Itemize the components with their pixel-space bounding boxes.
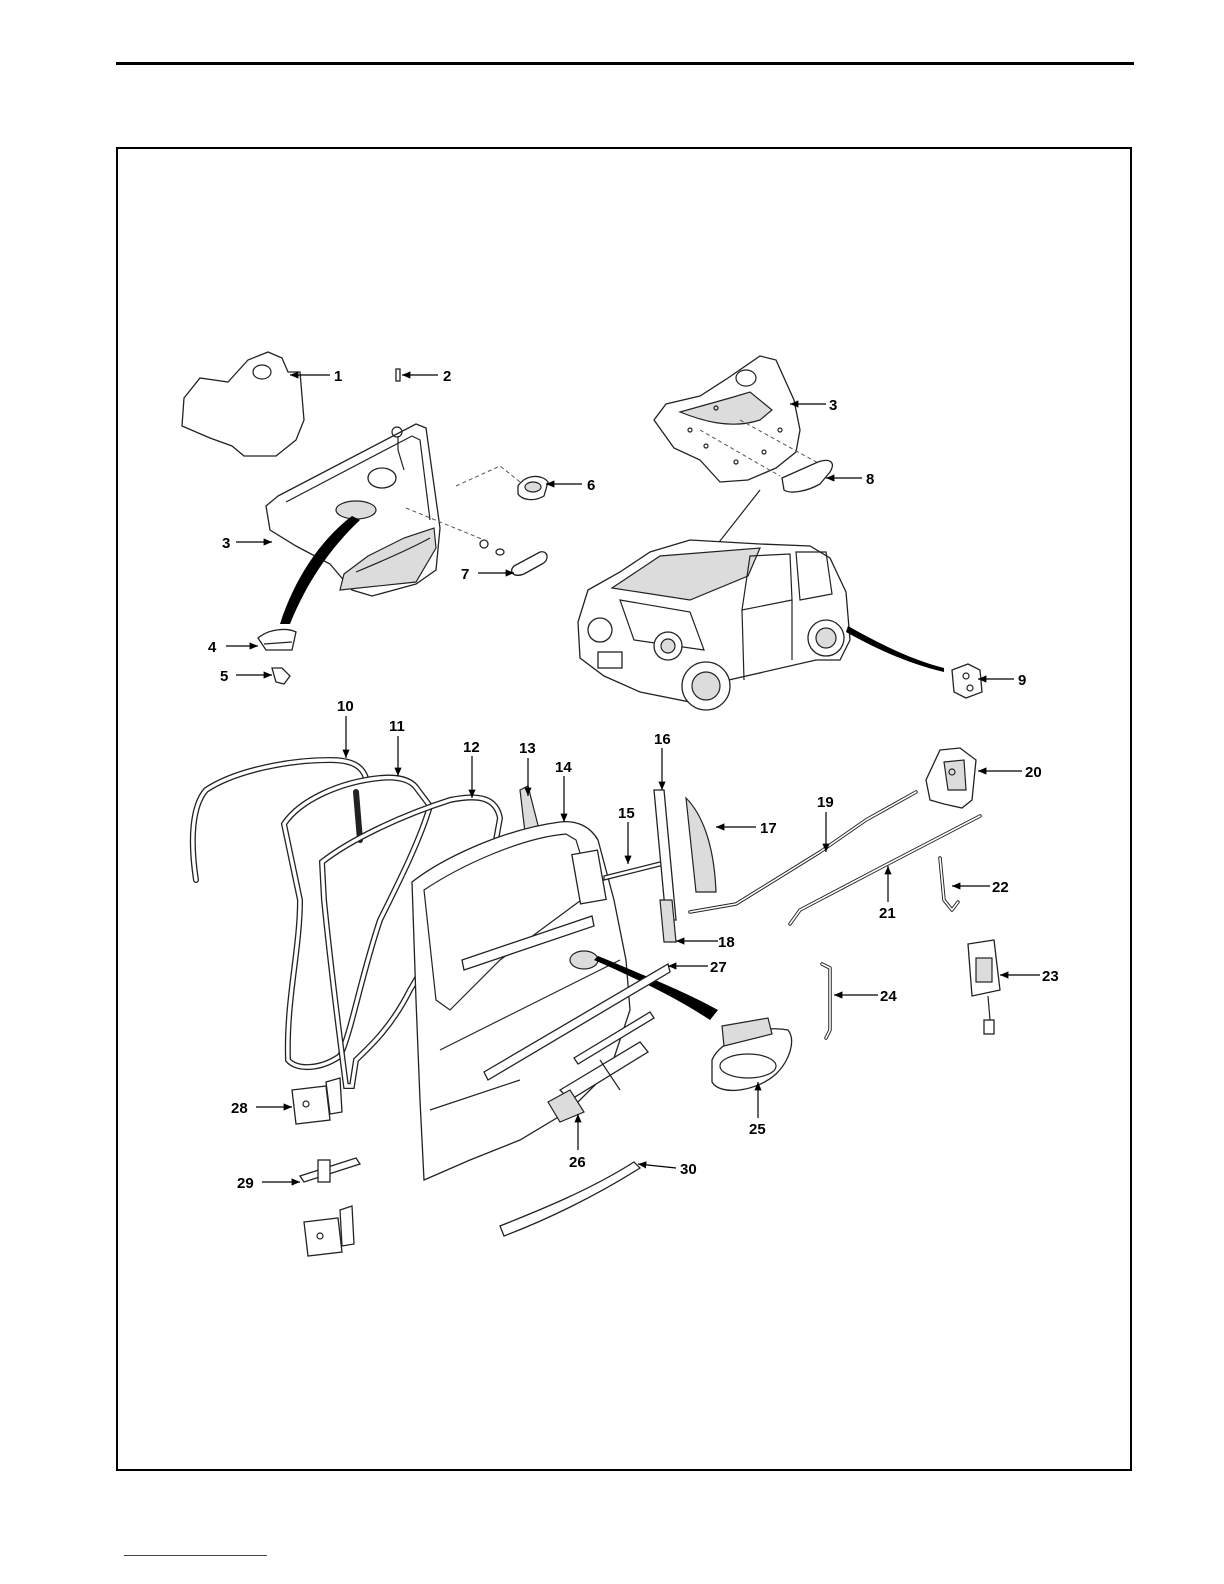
part-7-window-crank — [480, 540, 547, 575]
callout-2: 2 — [443, 368, 451, 385]
part-29-door-check — [300, 1158, 360, 1182]
callout-4: 4 — [208, 639, 217, 656]
callout-1: 1 — [334, 368, 342, 385]
part-25-outside-handle — [712, 1018, 792, 1090]
part-30-rocker-molding — [500, 1162, 640, 1236]
part-1-water-shield — [182, 352, 304, 456]
callout-16: 16 — [654, 731, 671, 748]
part-10-outer-weatherstrip — [193, 760, 366, 880]
part-23-lock-actuator — [968, 940, 1000, 1034]
check-link-swoosh — [846, 626, 944, 672]
callout-25: 25 — [749, 1121, 766, 1138]
callout-3-left: 3 — [222, 535, 230, 552]
callout-14: 14 — [555, 759, 572, 776]
part-3-door-trim-panel — [266, 424, 440, 596]
callout-30: 30 — [680, 1161, 697, 1178]
callout-23: 23 — [1042, 968, 1059, 985]
part-15-belt-molding — [604, 860, 668, 880]
vehicle-overview — [578, 490, 850, 710]
callout-8: 8 — [866, 471, 874, 488]
callout-28: 28 — [231, 1100, 248, 1117]
callout-13: 13 — [519, 740, 536, 757]
callout-19: 19 — [817, 794, 834, 811]
part-24-outside-handle-rod — [822, 964, 830, 1038]
callout-5: 5 — [220, 668, 228, 685]
callout-6: 6 — [587, 477, 595, 494]
part-28-upper-hinge — [292, 1078, 342, 1124]
part-2-clip — [396, 369, 400, 381]
part-8-armrest — [782, 460, 832, 492]
part-4-pull-handle-cup — [258, 630, 296, 650]
callout-10: 10 — [337, 698, 354, 715]
part-17-quarter-glass — [686, 798, 716, 892]
callout-18: 18 — [718, 934, 735, 951]
callout-24: 24 — [880, 988, 897, 1005]
callout-11: 11 — [389, 718, 405, 735]
callout-9: 9 — [1018, 672, 1026, 689]
part-11-door-opening-seal — [284, 778, 430, 1068]
callout-29: 29 — [237, 1175, 254, 1192]
callout-21: 21 — [879, 905, 896, 922]
part-6-inner-handle-bezel — [518, 476, 548, 499]
callout-3-right: 3 — [829, 397, 837, 414]
part-9-striker — [952, 664, 982, 698]
callout-17: 17 — [760, 820, 777, 837]
callout-26: 26 — [569, 1154, 586, 1171]
part-20-door-latch — [926, 748, 976, 808]
callout-20: 20 — [1025, 764, 1042, 781]
lower-hinge — [304, 1206, 354, 1256]
part-14-rear-door-assembly — [412, 822, 630, 1180]
callout-7: 7 — [461, 566, 469, 583]
callout-27: 27 — [710, 959, 727, 976]
callout-12: 12 — [463, 739, 480, 756]
part-19-lock-rod — [690, 792, 916, 912]
callout-22: 22 — [992, 879, 1009, 896]
part-22-release-rod — [940, 858, 958, 910]
part-3-panel-rear-view — [654, 356, 800, 482]
callout-15: 15 — [618, 805, 635, 822]
part-5-bracket — [272, 668, 290, 684]
